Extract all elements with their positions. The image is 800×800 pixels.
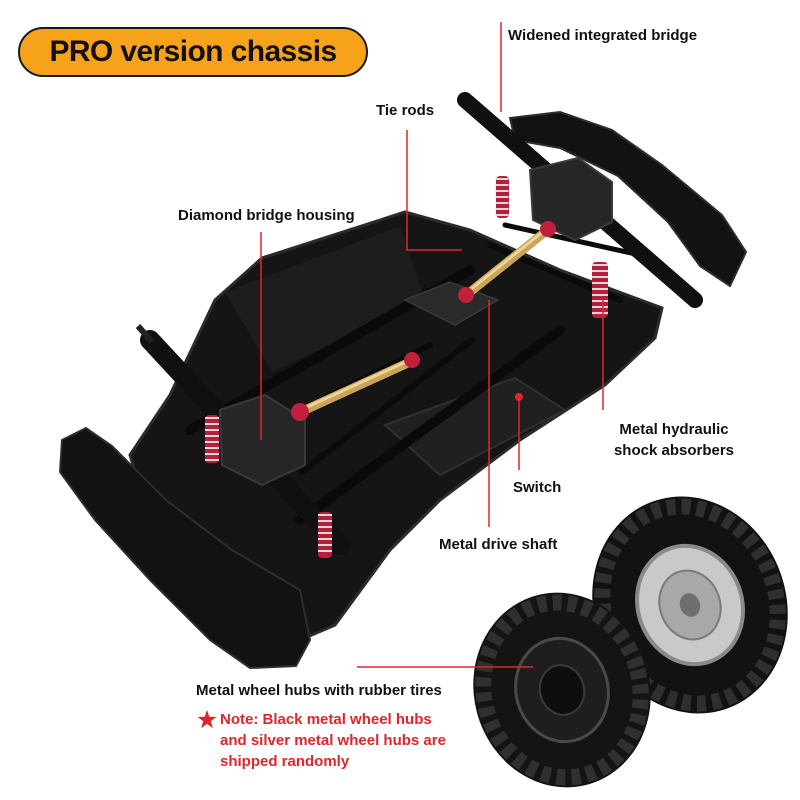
suspension-link bbox=[299, 337, 475, 475]
shock-absorber bbox=[205, 415, 219, 463]
rear-diamond-housing bbox=[218, 393, 306, 487]
shock-absorber bbox=[318, 512, 332, 558]
leader-tie-rods bbox=[406, 130, 462, 251]
plate-panel-upper bbox=[225, 226, 425, 372]
note-line-1: Note: Black metal wheel hubs bbox=[220, 711, 432, 728]
label-diamond-housing: Diamond bridge housing bbox=[178, 207, 355, 224]
rear-bumper bbox=[58, 426, 312, 670]
label-drive-shaft: Metal drive shaft bbox=[439, 536, 558, 553]
title-badge: PRO version chassis bbox=[18, 27, 368, 77]
badge-text: PRO version chassis bbox=[49, 35, 337, 68]
label-tie-rods: Tie rods bbox=[376, 102, 435, 119]
tire-black-hub bbox=[473, 592, 651, 788]
note-line-2: and silver metal wheel hubs are bbox=[220, 732, 446, 749]
shipping-note: Note: Black metal wheel hubs and silver … bbox=[197, 709, 477, 772]
note-line-3: shipped randomly bbox=[220, 753, 350, 770]
switch-marker-dot bbox=[515, 393, 523, 401]
label-switch: Switch bbox=[513, 479, 562, 496]
label-shock-line-1: Metal hydraulic bbox=[619, 421, 729, 438]
label-wheel-hubs: Metal wheel hubs with rubber tires bbox=[196, 682, 442, 699]
label-shock-line-2: shock absorbers bbox=[613, 442, 735, 459]
rear-axle-stub bbox=[135, 324, 155, 344]
label-shock-absorbers: Metal hydraulic shock absorbers bbox=[604, 419, 744, 461]
shock-absorber bbox=[592, 262, 608, 318]
star-icon bbox=[197, 710, 217, 729]
label-widened-bridge: Widened integrated bridge bbox=[508, 27, 698, 44]
front-bumper bbox=[508, 110, 748, 288]
tie-rod bbox=[502, 222, 643, 258]
shock-absorber bbox=[495, 176, 509, 218]
drive-shaft-rear bbox=[291, 352, 420, 421]
drive-shaft-front bbox=[458, 221, 556, 303]
frame-rail-right bbox=[295, 325, 565, 525]
leader-lines bbox=[260, 22, 604, 668]
front-diamond-housing bbox=[528, 156, 613, 242]
